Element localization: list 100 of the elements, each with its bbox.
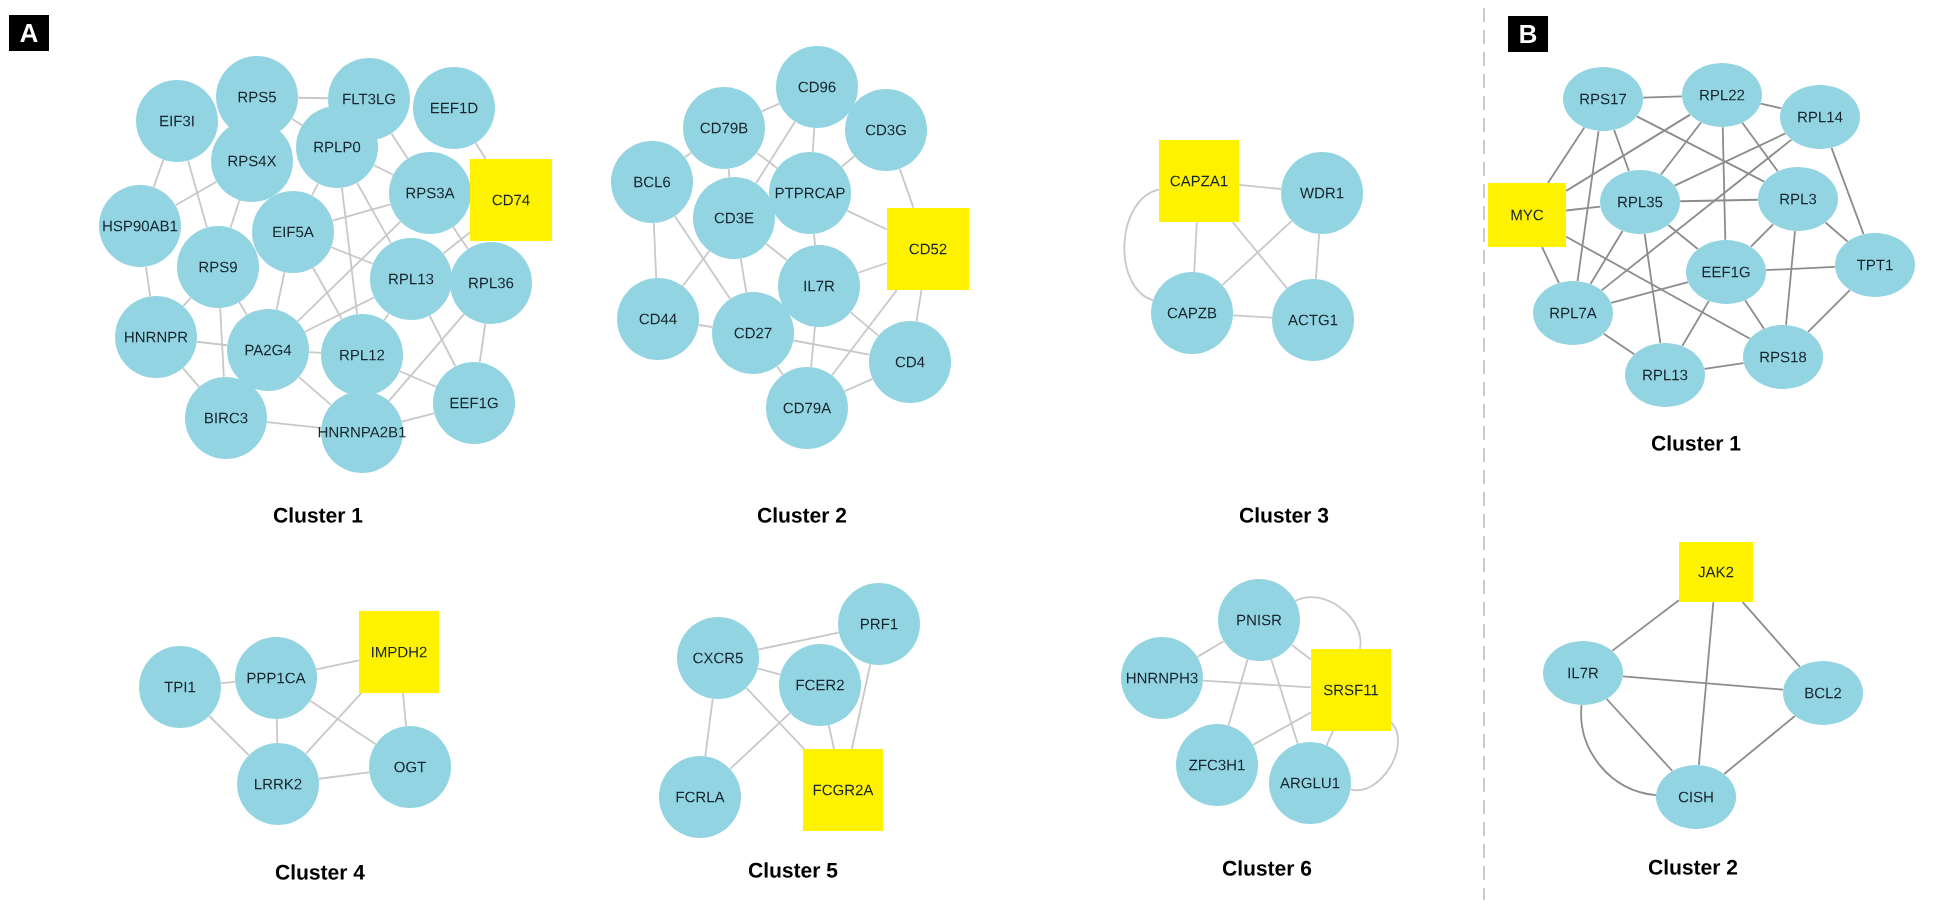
interaction-line <box>1679 198 1759 203</box>
interaction-line <box>1697 601 1715 766</box>
interaction-line <box>174 180 218 207</box>
interaction-line <box>1565 113 1692 192</box>
hub-gene-square: SRSF11 <box>1311 649 1391 731</box>
interaction-line <box>1824 221 1849 243</box>
interaction-line <box>317 771 371 780</box>
interaction-line <box>1290 644 1312 661</box>
interaction-line <box>915 289 923 323</box>
interaction-line <box>304 692 363 755</box>
cluster-title: Cluster 2 <box>1648 859 1738 875</box>
interaction-line <box>291 117 303 127</box>
interaction-line <box>674 215 731 300</box>
interaction-line <box>219 307 225 378</box>
interaction-line <box>745 687 805 750</box>
interaction-line <box>1600 138 1793 292</box>
interaction-line <box>727 168 731 178</box>
cluster-title: Cluster 5 <box>748 862 838 878</box>
interaction-line <box>1589 230 1624 285</box>
interaction-line <box>296 220 402 323</box>
interaction-line <box>373 164 394 176</box>
interaction-line <box>1642 95 1683 99</box>
hub-gene-square: FCGR2A <box>803 749 883 831</box>
interaction-line <box>1202 679 1312 689</box>
interaction-line <box>851 663 872 750</box>
interaction-line <box>1123 188 1160 302</box>
interaction-line <box>152 158 165 189</box>
interaction-line <box>813 233 816 246</box>
interaction-line <box>1744 299 1765 330</box>
interaction-line <box>1759 102 1783 110</box>
interaction-line <box>428 314 457 368</box>
interaction-line <box>857 262 888 274</box>
interaction-line <box>1349 721 1399 792</box>
node-label: RPS5 <box>238 91 276 103</box>
interaction-line <box>238 301 248 316</box>
interaction-line <box>390 132 409 160</box>
interaction-line <box>898 167 915 209</box>
interaction-line <box>1660 121 1702 176</box>
interaction-line <box>304 296 375 333</box>
interaction-line <box>1605 698 1674 772</box>
interaction-line <box>145 265 151 298</box>
interaction-line <box>827 724 835 750</box>
interaction-line <box>729 712 791 770</box>
interaction-line <box>1610 281 1689 304</box>
interaction-line <box>1270 658 1299 745</box>
interaction-line <box>760 102 781 113</box>
interaction-line <box>1673 132 1787 187</box>
interaction-line <box>756 151 779 170</box>
interaction-line <box>1231 221 1288 290</box>
interaction-line <box>1830 146 1865 236</box>
interaction-line <box>1565 205 1602 212</box>
interaction-line <box>831 289 898 377</box>
interaction-line <box>308 351 322 354</box>
interaction-line <box>697 324 714 328</box>
interaction-line <box>1635 115 1766 183</box>
interaction-line <box>776 365 784 376</box>
interaction-line <box>311 182 319 197</box>
interaction-line <box>1294 596 1362 650</box>
hub-gene-square: IMPDH2 <box>359 611 439 693</box>
interaction-line <box>1221 220 1293 286</box>
interaction-line <box>1741 121 1779 173</box>
interaction-line <box>187 159 208 229</box>
panel-label: A <box>9 15 49 51</box>
interaction-line <box>684 151 692 159</box>
interaction-line <box>330 246 374 265</box>
interaction-line <box>309 699 377 746</box>
cluster-title: Cluster 1 <box>273 507 363 523</box>
interaction-line <box>208 715 250 756</box>
interaction-line <box>1315 233 1320 280</box>
interaction-line <box>196 340 228 347</box>
interaction-line <box>1565 235 1751 340</box>
hub-gene-square: MYC <box>1488 183 1566 247</box>
interaction-line <box>1576 130 1600 282</box>
interaction-line <box>739 257 748 294</box>
interaction-line <box>849 311 880 337</box>
interaction-line <box>1721 126 1727 241</box>
interaction-line <box>297 96 329 100</box>
node-label: FLT3LG <box>343 93 395 105</box>
interaction-line <box>298 376 332 406</box>
interaction-line <box>220 680 236 685</box>
interaction-line <box>1325 730 1334 747</box>
cluster-title: Cluster 2 <box>757 507 847 523</box>
interaction-line <box>1541 246 1560 284</box>
interaction-line <box>1785 230 1796 326</box>
interaction-line <box>681 250 711 287</box>
interaction-line <box>757 631 840 651</box>
interaction-line <box>1750 223 1774 248</box>
interaction-line <box>1765 266 1836 271</box>
interaction-line <box>1602 332 1636 356</box>
interaction-line <box>843 377 874 393</box>
interaction-line <box>341 187 358 315</box>
interaction-line <box>388 313 465 402</box>
interaction-line <box>765 242 788 262</box>
interaction-line <box>1232 314 1273 319</box>
interaction-line <box>1196 640 1225 658</box>
interaction-line <box>756 667 782 676</box>
interaction-line <box>1723 715 1796 775</box>
interaction-line <box>1681 300 1710 347</box>
interaction-line <box>331 203 392 222</box>
interaction-line <box>1252 711 1312 746</box>
